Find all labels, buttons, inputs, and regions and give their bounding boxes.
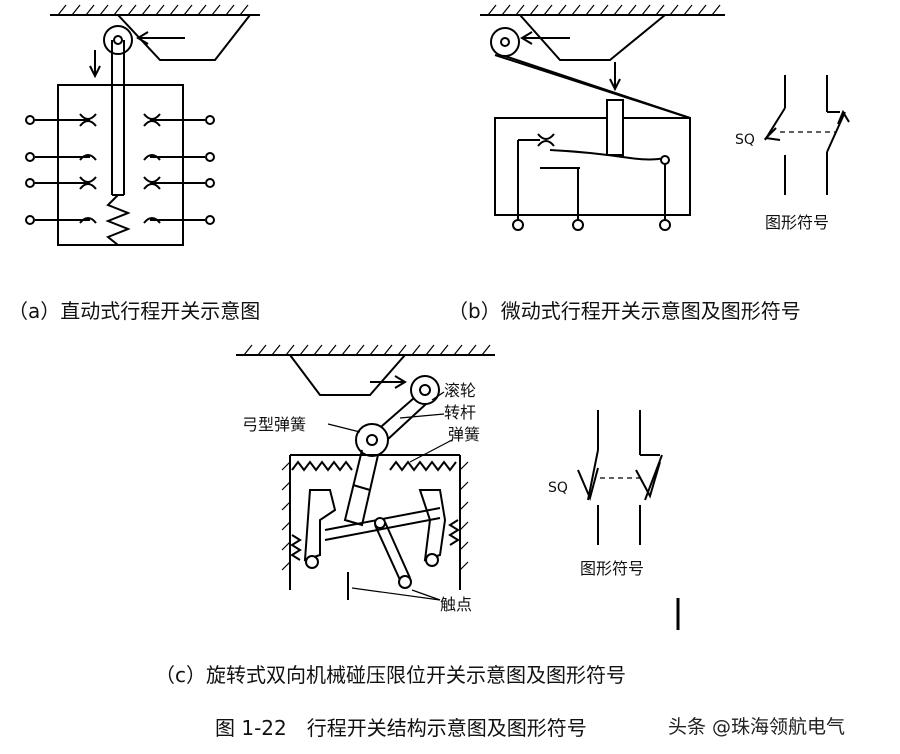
label-spring: 弹簧 — [448, 425, 480, 444]
panel-c-symbol-caption: 图形符号 — [580, 559, 644, 578]
label-bow-spring: 弓型弹簧 — [242, 415, 306, 434]
label-lever: 转杆 — [444, 403, 476, 422]
label-roller: 滚轮 — [444, 381, 476, 400]
panel-b-symbol-label: SQ — [735, 132, 755, 148]
panel-c-symbol — [577, 410, 680, 630]
panel-a-diagram — [25, 4, 260, 246]
panel-a-caption: （a）直动式行程开关示意图 — [8, 299, 260, 323]
watermark: 头条 @珠海领航电气 — [668, 716, 845, 738]
panel-b-diagram — [480, 4, 725, 231]
figure-title: 图 1-22 行程开关结构示意图及图形符号 — [215, 716, 587, 740]
panel-b-symbol-caption: 图形符号 — [765, 213, 829, 232]
panel-c-diagram — [236, 344, 495, 601]
label-contact: 触点 — [440, 595, 472, 614]
panel-c-caption: （c）旋转式双向机械碰压限位开关示意图及图形符号 — [155, 663, 626, 687]
panel-b-symbol — [763, 75, 850, 195]
panel-b-caption: （b）微动式行程开关示意图及图形符号 — [448, 299, 801, 323]
panel-c-symbol-label: SQ — [548, 480, 568, 496]
